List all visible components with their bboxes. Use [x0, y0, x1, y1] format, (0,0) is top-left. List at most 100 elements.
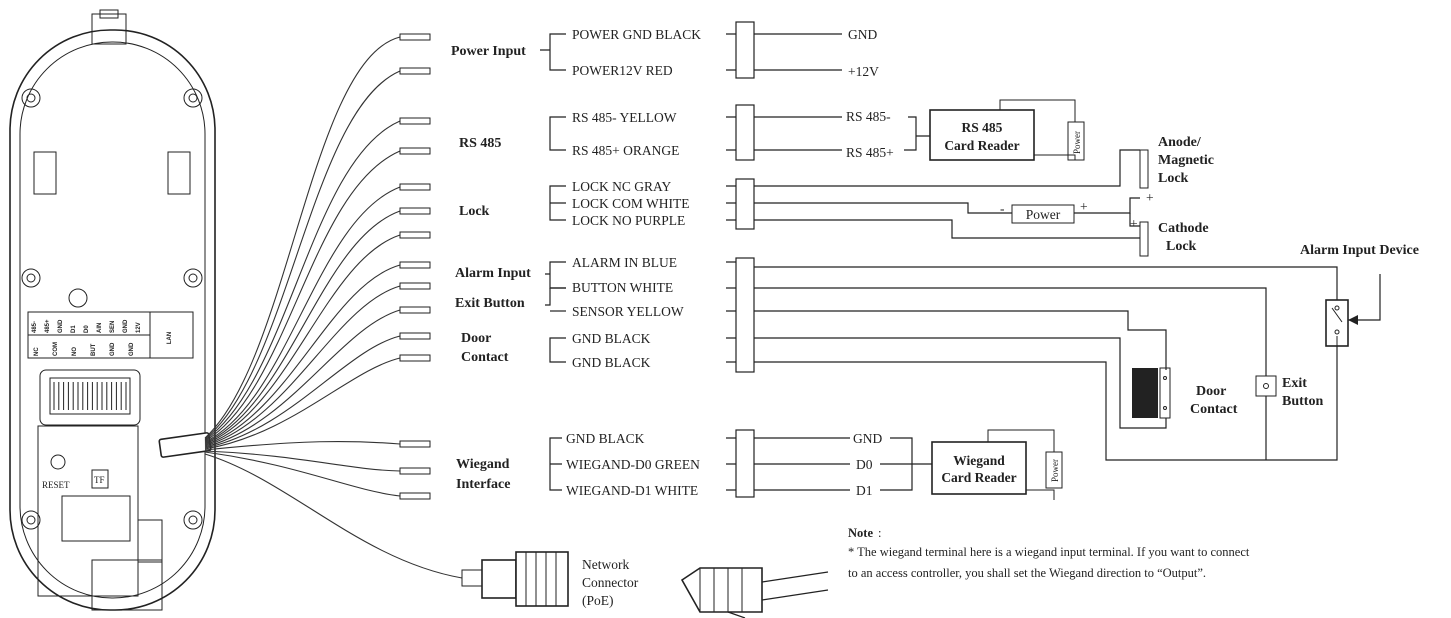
wire-tip [399, 67, 431, 75]
wire-tip [399, 440, 431, 448]
pin-label: BUT [91, 343, 97, 356]
group-door-contact-2: Contact [461, 350, 509, 365]
wire-label: GND BLACK [566, 431, 645, 446]
pin-label: GND [110, 342, 116, 356]
wire-tip [399, 33, 431, 41]
wire-tip [399, 306, 431, 314]
door-contact-label-1: Door [1196, 384, 1226, 399]
group-wiegand-1: Wiegand [456, 457, 510, 472]
wire-label: WIEGAND-D1 WHITE [566, 483, 698, 498]
power-section: GND +12V [754, 27, 879, 79]
terminal-d1: D1 [856, 483, 873, 498]
lock-power-label: Power [1026, 207, 1061, 222]
wire-tip [399, 282, 431, 290]
wire-tip [399, 261, 431, 269]
group-rs485: RS 485 [459, 136, 501, 151]
wire-tip [399, 231, 431, 239]
pin-label: AIN [97, 323, 103, 333]
note-line-1: * The wiegand terminal here is a wiegand… [848, 545, 1250, 559]
wire-tip [399, 354, 431, 362]
alarm-device-label: Alarm Input Device [1300, 243, 1419, 258]
pin-label: SEN [110, 321, 116, 333]
anode-plus: + [1146, 190, 1154, 205]
note-line-2: to an access controller, you shall set t… [848, 566, 1206, 580]
exit-button-label-1: Exit [1282, 376, 1307, 391]
door-contact-label-2: Contact [1190, 402, 1238, 417]
cathode-plus: + [1130, 216, 1138, 231]
terminal-rs485-minus: RS 485- [846, 109, 891, 124]
pin-label: GND [123, 319, 129, 333]
wire-label: GND BLACK [572, 355, 651, 370]
pin-label: D1 [71, 325, 77, 333]
network-connector: Network Connector (PoE) [461, 551, 639, 608]
wire-labels: POWER GND BLACK POWER12V RED RS 485- YEL… [566, 27, 701, 498]
brackets [540, 33, 566, 491]
wire-label: RS 485- YELLOW [572, 110, 677, 125]
cathode-label-2: Lock [1166, 239, 1197, 254]
wire-label: GND BLACK [572, 331, 651, 346]
wire-tip [399, 147, 431, 155]
pin-label: GND [58, 319, 64, 333]
group-exit-button: Exit Button [455, 296, 525, 311]
pin-label: 485- [32, 321, 38, 333]
terminal-w-gnd: GND [853, 431, 882, 446]
tf-label: TF [94, 475, 105, 485]
rs485-section: RS 485- RS 485+ RS 485 Card Reader Power [754, 99, 1085, 161]
wire-tip [399, 467, 431, 475]
network-label-2: Connector [582, 575, 639, 590]
pin-label: GND [129, 342, 135, 356]
wiegand-reader-label-1: Wiegand [953, 453, 1005, 468]
wire-label: RS 485+ ORANGE [572, 143, 679, 158]
anode-label-2: Magnetic [1158, 153, 1214, 168]
pin-label: NC [34, 347, 40, 356]
group-lock: Lock [459, 204, 490, 219]
wire-label: BUTTON WHITE [572, 280, 673, 295]
alarm-door-section: Alarm Input Device Exit Button Door Cont… [754, 243, 1419, 461]
pin-label: 485+ [45, 319, 51, 333]
terminal-blocks [726, 21, 755, 498]
wire-label: POWER12V RED [572, 63, 673, 78]
connector-pins [53, 382, 127, 410]
network-label-1: Network [582, 557, 629, 572]
wire-tip [399, 207, 431, 215]
wire-tip [399, 492, 431, 500]
lock-section: Power - + + + Anode/ Magnetic Lock Catho… [754, 135, 1214, 257]
group-wiegand-2: Interface [456, 477, 510, 492]
pin-label: COM [53, 342, 59, 356]
group-labels: Power Input RS 485 Lock Alarm Input Exit… [451, 44, 531, 492]
cathode-label-1: Cathode [1158, 221, 1209, 236]
note-block: Note : * The wiegand terminal here is a … [848, 526, 1250, 580]
lan-label: LAN [167, 332, 173, 344]
wire-label: SENSOR YELLOW [572, 304, 684, 319]
exit-button-label-2: Button [1282, 394, 1323, 409]
lock-power-plus: + [1080, 199, 1088, 214]
pin-labels-top: 485- 485+ GND D1 D0 AIN SEN GND 12V [32, 319, 142, 333]
wire-tips [399, 33, 431, 500]
wire-tip [399, 183, 431, 191]
pin-label: 12V [136, 322, 142, 333]
wiegand-reader-label-2: Card Reader [941, 470, 1016, 485]
terminal-d0: D0 [856, 457, 873, 472]
group-door-contact-1: Door [461, 331, 491, 346]
anode-label-1: Anode/ [1158, 135, 1202, 150]
wire-label: LOCK NC GRAY [572, 179, 672, 194]
wire-bundle [204, 36, 463, 579]
svg-text::: : [878, 526, 881, 540]
wire-label: POWER GND BLACK [572, 27, 701, 42]
reset-label: RESET [42, 480, 70, 490]
anode-label-3: Lock [1158, 171, 1189, 186]
wiegand-section: GND D0 D1 Wiegand Card Reader Power [754, 429, 1063, 500]
group-alarm-input: Alarm Input [455, 266, 531, 281]
wire-label: ALARM IN BLUE [572, 255, 677, 270]
note-title: Note [848, 526, 873, 540]
wire-label: LOCK NO PURPLE [572, 213, 685, 228]
power-label: Power [1072, 131, 1082, 154]
wire-label: LOCK COM WHITE [572, 196, 690, 211]
wiegand-power-label: Power [1050, 459, 1060, 482]
network-label-3: (PoE) [582, 593, 614, 608]
wire-tip [399, 117, 431, 125]
pin-label: D0 [84, 325, 90, 333]
